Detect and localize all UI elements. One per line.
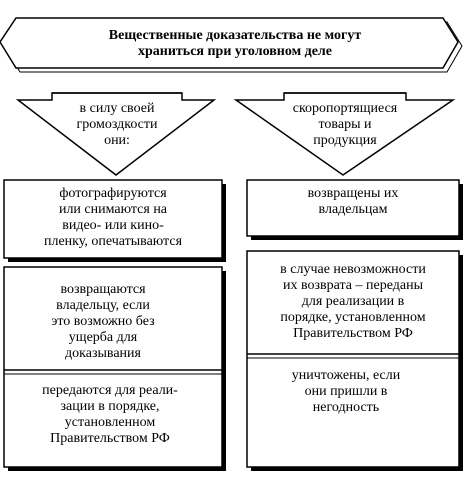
left-box-1-line: или снимаются на bbox=[58, 202, 168, 217]
right-box-3-line: они пришли в bbox=[304, 384, 388, 399]
right-box-3-line: уничтожены, если bbox=[291, 368, 401, 383]
left-box-3-line: Правительством РФ bbox=[50, 431, 170, 446]
left-arrow-line-3: они: bbox=[104, 133, 130, 148]
right-arrow-line-2: товары и bbox=[318, 117, 372, 132]
right-box-2-text: в случае невозможности их возврата – пер… bbox=[251, 262, 455, 342]
right-box-2-line: в случае невозможности bbox=[280, 262, 426, 277]
right-box-2-line: порядке, установленном bbox=[280, 310, 426, 325]
right-box-2 bbox=[246, 250, 460, 468]
left-box-3-text: передаются для реали- зации в порядке, у… bbox=[10, 383, 210, 447]
left-box-2-text: возвращаются владельцу, если это возможн… bbox=[8, 282, 198, 362]
left-arrow-line-1: в силу своей bbox=[79, 101, 155, 116]
left-box-1-line: пленку, опечатываются bbox=[43, 234, 183, 249]
left-box-2-line: ущерба для bbox=[68, 330, 138, 345]
left-box-2-line: доказывания bbox=[65, 346, 141, 361]
title-banner bbox=[0, 17, 459, 69]
right-box-1-line: возвращены их bbox=[307, 186, 399, 201]
left-box-3-line: установленном bbox=[64, 415, 156, 430]
right-box-1-text: возвращены их владельцам bbox=[251, 186, 455, 218]
right-box-2-line: для реализации в bbox=[301, 294, 405, 309]
right-arrow-label: скоропортящиеся товары и продукция bbox=[286, 101, 404, 149]
left-arrow-line-2: громоздкости bbox=[76, 117, 158, 132]
title-line-2: храниться при уголовном деле bbox=[138, 44, 332, 59]
right-box-1-line: владельцам bbox=[318, 202, 388, 217]
left-box-1-line: видео- или кино- bbox=[62, 218, 164, 233]
right-box-1 bbox=[246, 179, 460, 237]
left-box-1 bbox=[3, 179, 223, 259]
left-arrow-label: в силу своей громоздкости они: bbox=[56, 101, 178, 149]
left-box-2-line: это возможно без bbox=[51, 314, 155, 329]
left-arrow-shape bbox=[15, 92, 217, 176]
right-arrow-shape bbox=[233, 92, 456, 176]
right-box-3-line: негодность bbox=[312, 400, 380, 415]
left-box-2-line: владельцу, если bbox=[56, 298, 150, 313]
right-arrow-line-3: продукция bbox=[313, 133, 377, 148]
left-box-1-line: фотографируются bbox=[59, 186, 167, 201]
left-box-2-line: возвращаются bbox=[60, 282, 146, 297]
left-box-2 bbox=[3, 266, 223, 468]
left-box-3-line: зации в порядке, bbox=[60, 399, 160, 414]
right-box-2-line: их возврата – переданы bbox=[283, 278, 423, 293]
title: Вещественные доказательства не могут хра… bbox=[70, 28, 400, 60]
right-box-3-text: уничтожены, если они пришли в негодность bbox=[251, 368, 441, 416]
left-box-3-line: передаются для реали- bbox=[42, 383, 178, 398]
right-arrow-line-1: скоропортящиеся bbox=[292, 101, 398, 116]
right-box-2-line: Правительством РФ bbox=[293, 326, 413, 341]
title-line-1: Вещественные доказательства не могут bbox=[108, 28, 362, 43]
left-box-1-text: фотографируются или снимаются на видео- … bbox=[8, 186, 218, 250]
